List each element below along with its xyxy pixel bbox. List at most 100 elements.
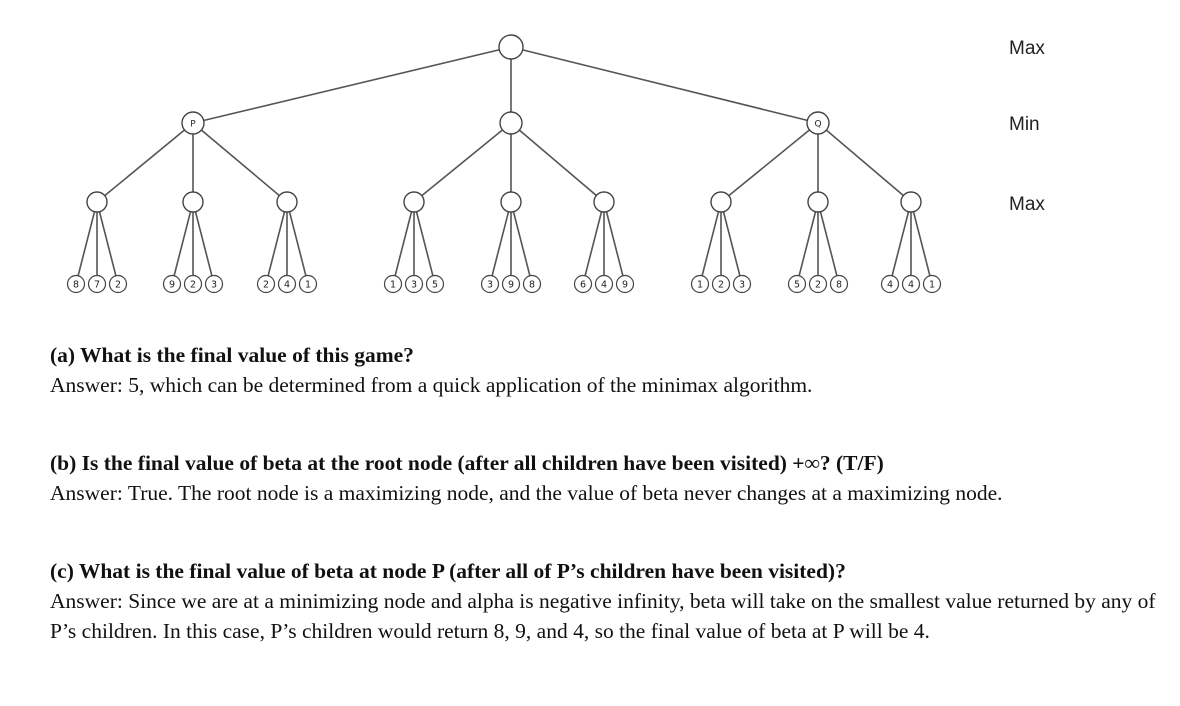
tree-edge bbox=[75, 201, 98, 285]
leaf-node bbox=[204, 274, 224, 294]
leaf-value: 4 bbox=[887, 280, 893, 291]
max-node bbox=[500, 191, 522, 213]
leaf-node bbox=[383, 274, 403, 294]
leaf-value: 2 bbox=[115, 280, 121, 291]
leaf-value: 3 bbox=[487, 280, 493, 291]
max-node bbox=[86, 191, 108, 213]
leaf-node bbox=[162, 274, 182, 294]
leaf-value: 5 bbox=[794, 280, 800, 291]
max-node bbox=[403, 191, 425, 213]
leaf-node bbox=[787, 274, 807, 294]
leaf-node bbox=[922, 274, 942, 294]
leaf-node bbox=[880, 274, 900, 294]
tree-edge bbox=[96, 122, 194, 203]
min-node bbox=[181, 111, 205, 135]
max-node bbox=[593, 191, 615, 213]
leaf-node bbox=[425, 274, 445, 294]
min-node-label: Q bbox=[814, 120, 821, 130]
tree-edge bbox=[910, 201, 933, 285]
leaf-value: 6 bbox=[580, 280, 586, 291]
max-node bbox=[710, 191, 732, 213]
leaf-node bbox=[108, 274, 128, 294]
min-node bbox=[499, 111, 523, 135]
leaf-node bbox=[711, 274, 731, 294]
tree-edge bbox=[817, 201, 840, 285]
leaf-node bbox=[501, 274, 521, 294]
tree-edge bbox=[796, 201, 819, 285]
leaf-value: 2 bbox=[815, 280, 821, 291]
answer-b: Answer: True. The root node is a maximiz… bbox=[50, 481, 1003, 505]
tree-edge bbox=[817, 122, 912, 203]
leaf-value: 1 bbox=[697, 280, 703, 291]
leaf-value: 9 bbox=[508, 280, 514, 291]
leaf-node bbox=[573, 274, 593, 294]
leaf-value: 9 bbox=[622, 280, 628, 291]
leaf-value: 2 bbox=[718, 280, 724, 291]
tree-edge bbox=[265, 201, 288, 285]
level-label-max: Max bbox=[1009, 38, 1045, 59]
leaf-value: 4 bbox=[284, 280, 290, 291]
leaf-node bbox=[256, 274, 276, 294]
tree-edge bbox=[96, 201, 119, 285]
leaf-node bbox=[615, 274, 635, 294]
tree-edge bbox=[392, 201, 415, 285]
leaf-node bbox=[522, 274, 542, 294]
leaf-value: 4 bbox=[908, 280, 914, 291]
min-node bbox=[806, 111, 830, 135]
leaf-value: 4 bbox=[601, 280, 607, 291]
tree-edge bbox=[720, 201, 743, 285]
leaf-node bbox=[66, 274, 86, 294]
tree-edge bbox=[192, 201, 215, 285]
leaf-node bbox=[901, 274, 921, 294]
tree-edge bbox=[510, 46, 819, 124]
leaf-node bbox=[404, 274, 424, 294]
answer-c: Answer: Since we are at a minimizing nod… bbox=[50, 589, 1156, 643]
answer-a: Answer: 5, which can be determined from … bbox=[50, 373, 813, 397]
leaf-value: 1 bbox=[929, 280, 935, 291]
max-node bbox=[900, 191, 922, 213]
leaf-node bbox=[480, 274, 500, 294]
leaf-value: 9 bbox=[169, 280, 175, 291]
level-label-min: Min bbox=[1009, 114, 1040, 135]
tree-edge bbox=[510, 201, 533, 285]
question-c-block: (c) What is the final value of beta at n… bbox=[50, 556, 1170, 646]
max-node bbox=[807, 191, 829, 213]
max-node bbox=[276, 191, 298, 213]
leaf-value: 3 bbox=[739, 280, 745, 291]
leaf-node bbox=[808, 274, 828, 294]
tree-edge bbox=[286, 201, 309, 285]
max-node bbox=[182, 191, 204, 213]
leaf-node bbox=[277, 274, 297, 294]
leaf-value: 1 bbox=[390, 280, 396, 291]
leaf-node bbox=[87, 274, 107, 294]
tree-edge bbox=[171, 201, 194, 285]
level-label-max: Max bbox=[1009, 194, 1045, 215]
leaf-value: 3 bbox=[411, 280, 417, 291]
tree-edge bbox=[699, 201, 722, 285]
tree-edge bbox=[192, 46, 512, 124]
tree-edge bbox=[413, 201, 436, 285]
leaf-value: 7 bbox=[94, 280, 100, 291]
question-c: (c) What is the final value of beta at n… bbox=[50, 559, 846, 583]
leaf-value: 1 bbox=[305, 280, 311, 291]
leaf-value: 8 bbox=[529, 280, 535, 291]
question-b: (b) Is the final value of beta at the ro… bbox=[50, 451, 884, 475]
question-a-block: (a) What is the final value of this game… bbox=[50, 340, 1170, 400]
tree-edge bbox=[192, 122, 288, 203]
leaf-node bbox=[298, 274, 318, 294]
question-b-block: (b) Is the final value of beta at the ro… bbox=[50, 448, 1170, 508]
tree-edge bbox=[489, 201, 512, 285]
tree-edge bbox=[603, 201, 626, 285]
leaf-value: 2 bbox=[263, 280, 269, 291]
leaf-value: 8 bbox=[73, 280, 79, 291]
leaf-node bbox=[594, 274, 614, 294]
question-a: (a) What is the final value of this game… bbox=[50, 343, 414, 367]
leaf-node bbox=[690, 274, 710, 294]
leaf-node bbox=[183, 274, 203, 294]
tree-edge bbox=[510, 122, 605, 203]
leaf-value: 5 bbox=[432, 280, 438, 291]
tree-edge bbox=[889, 201, 912, 285]
tree-edge bbox=[720, 122, 819, 203]
root-node bbox=[498, 34, 524, 60]
